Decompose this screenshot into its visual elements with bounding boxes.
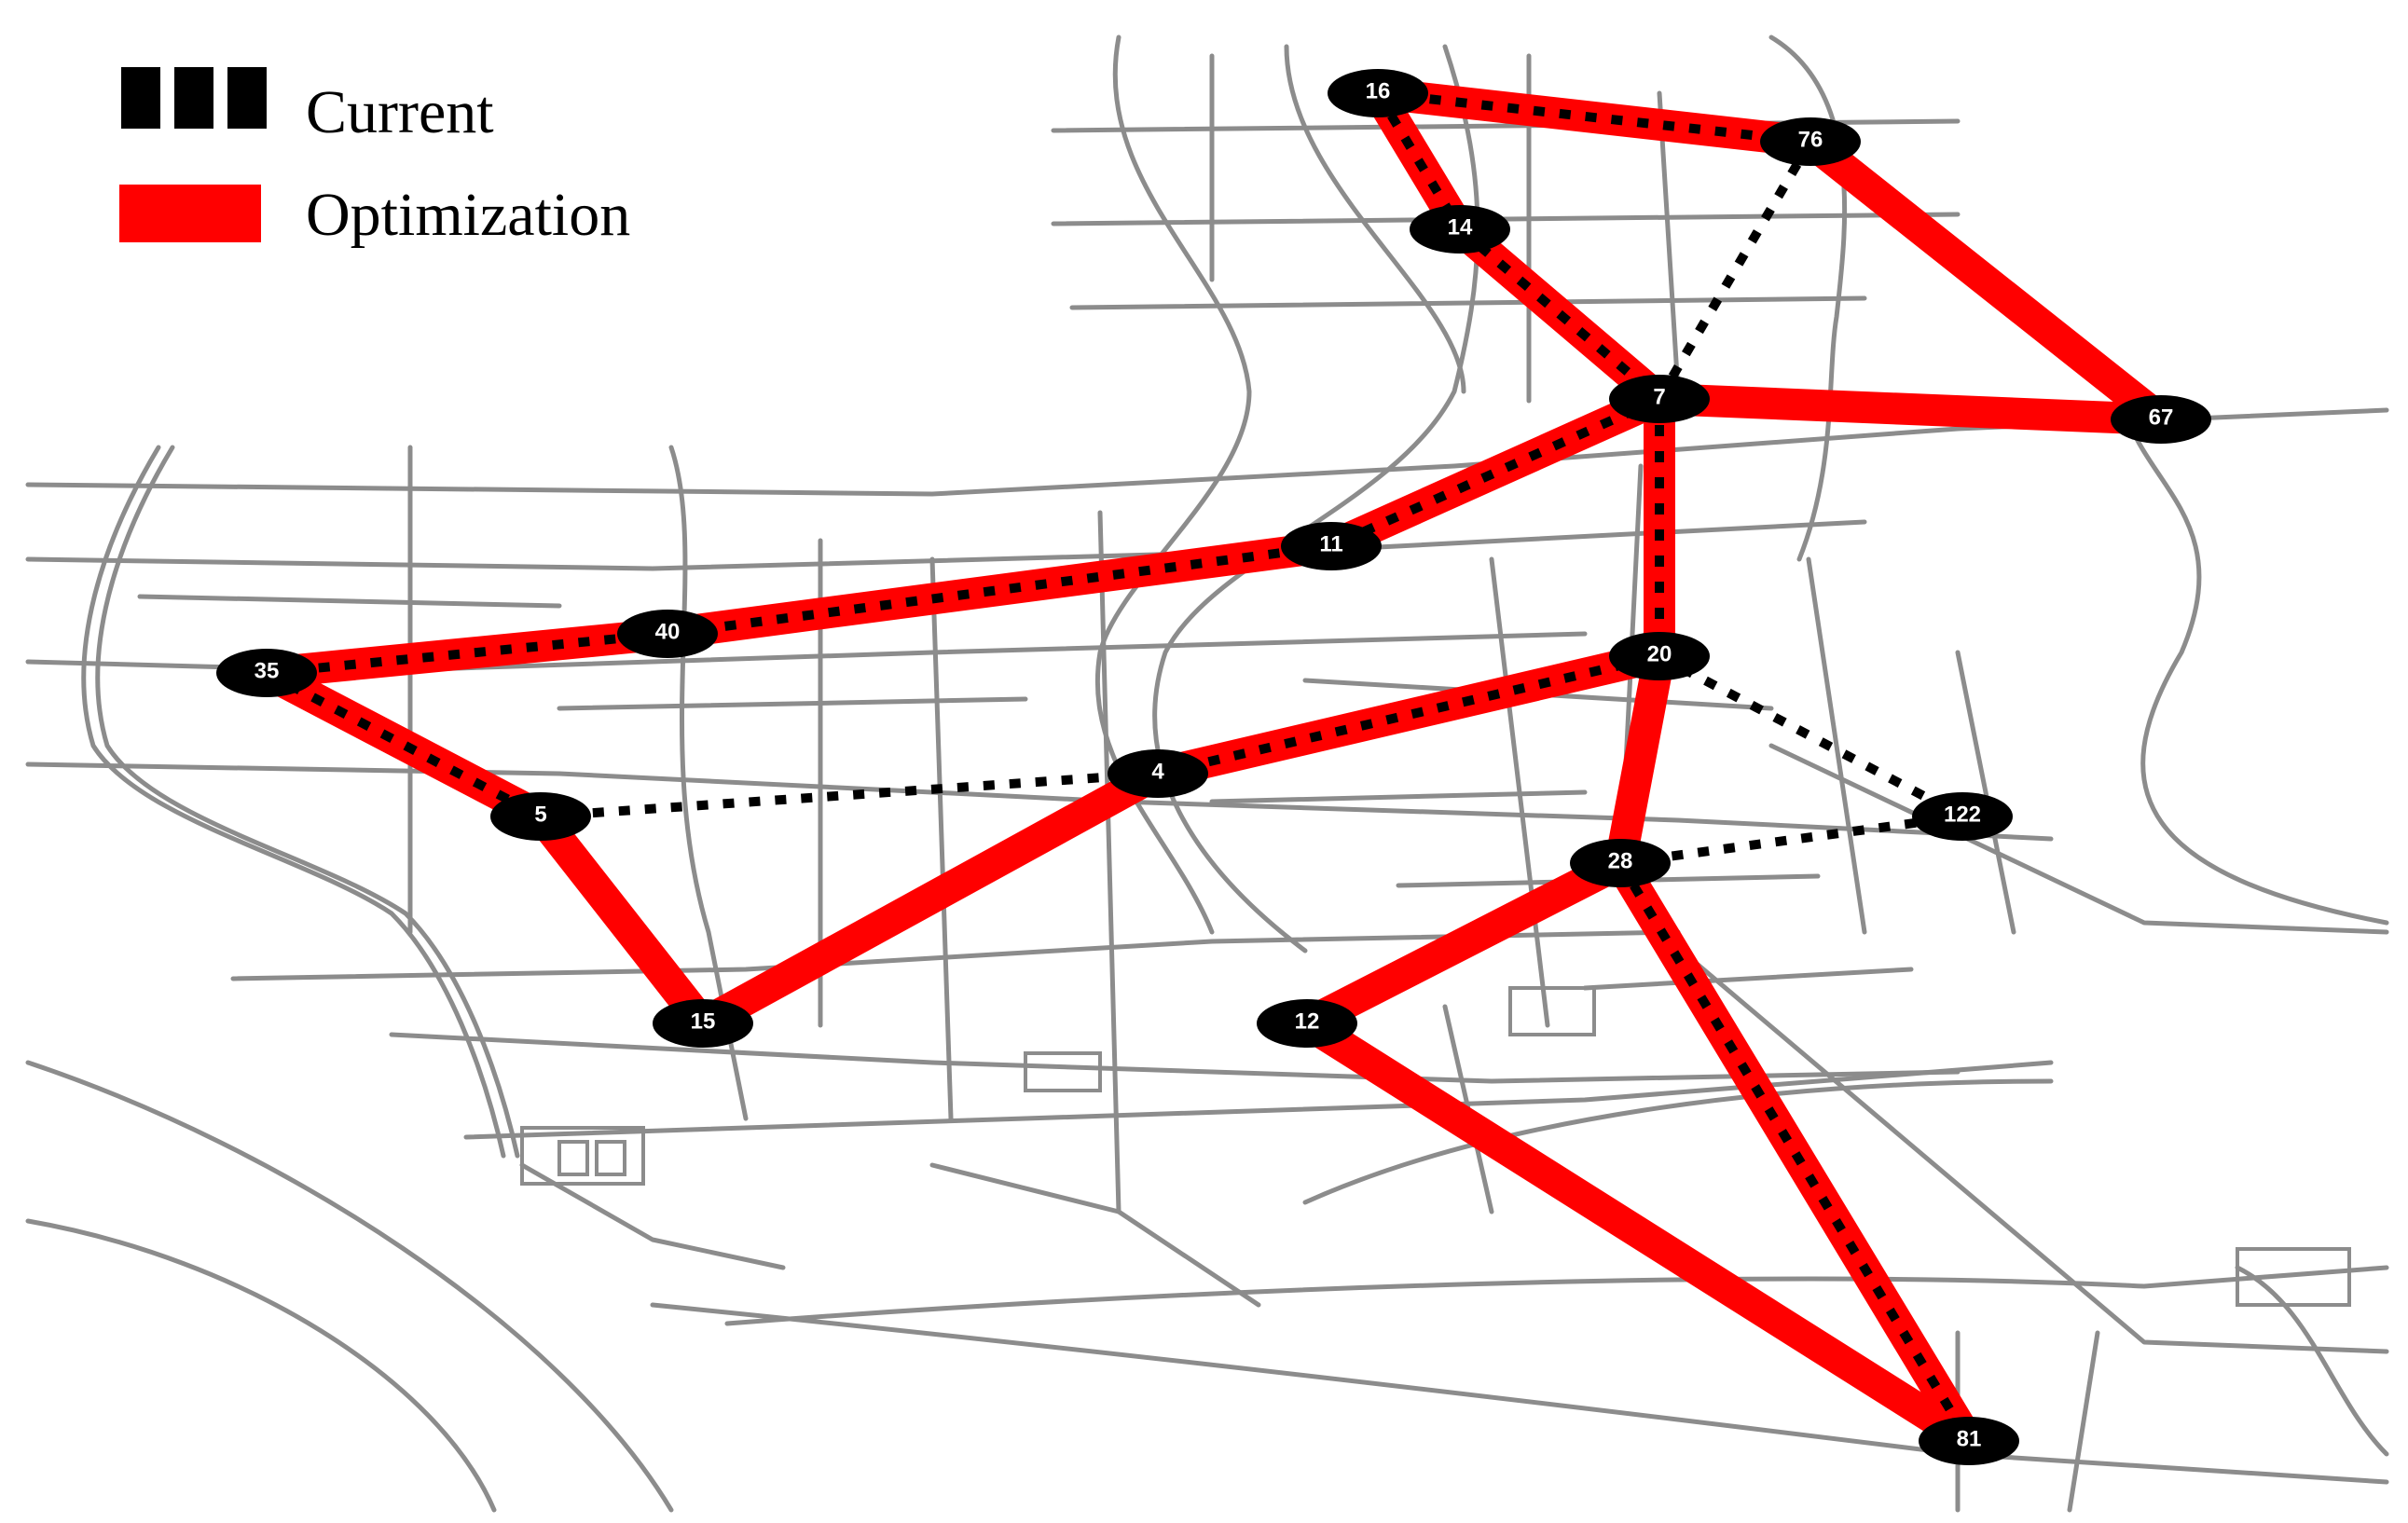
station-11[interactable]: 11 xyxy=(1281,522,1382,570)
station-marker xyxy=(490,792,591,841)
station-marker xyxy=(1570,839,1671,887)
station-40[interactable]: 40 xyxy=(617,610,718,658)
station-marker xyxy=(2111,395,2211,444)
station-81[interactable]: 81 xyxy=(1919,1417,2019,1465)
station-label: 16 xyxy=(1366,79,1391,104)
station-marker xyxy=(1410,205,1510,254)
current-route-20-122 xyxy=(1657,652,1965,821)
station-label: 20 xyxy=(1647,642,1672,667)
station-122[interactable]: 122 xyxy=(1912,792,2013,841)
station-5[interactable]: 5 xyxy=(490,792,591,841)
optimization-route-12-81 xyxy=(1291,1008,1985,1457)
optimization-route-5-15 xyxy=(525,801,719,1039)
station-16[interactable]: 16 xyxy=(1328,69,1428,117)
station-15[interactable]: 15 xyxy=(653,999,753,1048)
current-route-7-11 xyxy=(1328,394,1662,551)
optimization-route-15-4 xyxy=(687,758,1174,1039)
station-67[interactable]: 67 xyxy=(2111,395,2211,444)
station-label: 15 xyxy=(691,1009,716,1035)
station-label: 40 xyxy=(655,620,681,645)
optimization-route-40-35 xyxy=(251,618,683,689)
optimization-route-7-67 xyxy=(1644,383,2177,435)
station-marker xyxy=(1257,999,1357,1048)
station-marker xyxy=(1108,749,1208,798)
current-route-4-20 xyxy=(1156,652,1661,778)
optimization-route-20-28 xyxy=(1604,640,1675,879)
legend-optimization-label: Optimization xyxy=(306,181,631,249)
station-marker xyxy=(1760,117,1861,166)
station-marker xyxy=(216,649,317,697)
legend xyxy=(119,67,267,242)
station-label: 7 xyxy=(1653,385,1665,410)
station-label: 11 xyxy=(1319,532,1342,557)
current-route-14-7 xyxy=(1456,226,1663,403)
station-marker xyxy=(1281,522,1382,570)
optimization-route-76-67 xyxy=(1795,126,2177,435)
station-14[interactable]: 14 xyxy=(1410,205,1510,254)
optimization-route-35-5 xyxy=(251,657,557,832)
station-4[interactable]: 4 xyxy=(1108,749,1208,798)
station-label: 122 xyxy=(1944,803,1981,828)
station-label: 35 xyxy=(255,659,280,684)
optimization-route-4-20 xyxy=(1142,640,1675,789)
building-blocks xyxy=(520,986,2351,1307)
station-label: 4 xyxy=(1151,760,1164,785)
station-marker xyxy=(1328,69,1428,117)
legend-optimization-swatch xyxy=(119,185,261,242)
station-marker xyxy=(1609,632,1710,680)
station-20[interactable]: 20 xyxy=(1609,632,1710,680)
current-routes xyxy=(264,89,1974,1444)
station-label: 12 xyxy=(1295,1009,1320,1035)
current-route-16-76 xyxy=(1377,89,1811,146)
station-28[interactable]: 28 xyxy=(1570,839,1671,887)
legend-current-swatch xyxy=(121,67,267,129)
station-marker xyxy=(653,999,753,1048)
station-12[interactable]: 12 xyxy=(1257,999,1357,1048)
station-marker xyxy=(617,610,718,658)
station-marker xyxy=(1912,792,2013,841)
station-label: 28 xyxy=(1608,849,1633,874)
optimization-route-28-12 xyxy=(1291,847,1636,1039)
station-marker xyxy=(1919,1417,2019,1465)
station-35[interactable]: 35 xyxy=(216,649,317,697)
station-label: 5 xyxy=(534,803,546,828)
current-route-11-40 xyxy=(667,542,1332,638)
current-route-28-122 xyxy=(1619,812,1963,868)
station-label: 76 xyxy=(1798,128,1823,153)
station-76[interactable]: 76 xyxy=(1760,117,1861,166)
legend-current-label: Current xyxy=(306,78,494,146)
current-route-28-81 xyxy=(1616,860,1974,1444)
station-label: 14 xyxy=(1448,215,1473,240)
station-marker xyxy=(1609,375,1710,423)
current-route-7-76 xyxy=(1655,139,1815,402)
station-7[interactable]: 7 xyxy=(1609,375,1710,423)
station-label: 81 xyxy=(1957,1427,1982,1452)
stations: 16 76 14 7 67 11 40 35 20 4 5 122 28 15 12 81 xyxy=(216,69,2211,1465)
station-label: 67 xyxy=(2149,405,2174,431)
